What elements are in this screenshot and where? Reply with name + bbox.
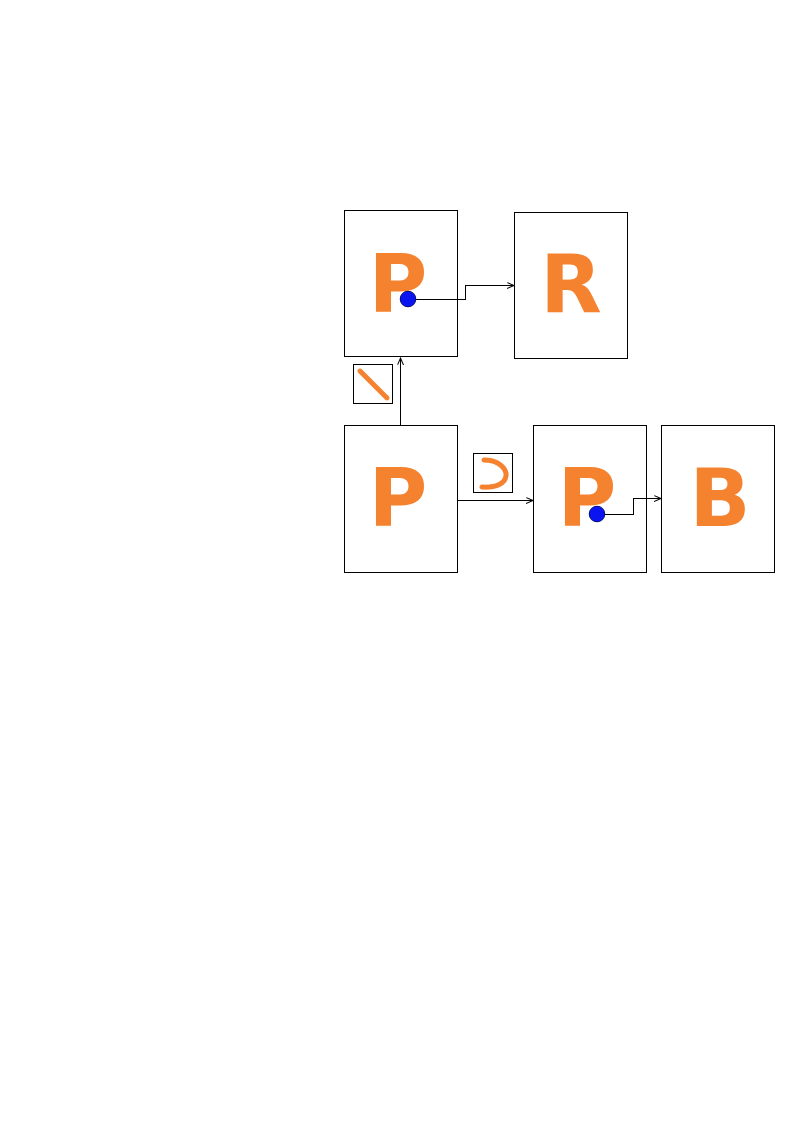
panel-b: B (661, 425, 775, 573)
curved-stroke-icon (473, 453, 513, 493)
letter-p-top: P (369, 238, 428, 331)
dot-marker-top (399, 290, 417, 308)
panel-p-bottom: P (344, 425, 458, 573)
dot-marker-right (588, 505, 606, 523)
letter-p-bottom: P (369, 452, 428, 545)
panel-r: R (514, 212, 628, 359)
diagonal-stroke-icon (353, 364, 393, 404)
arrow-p-top-to-r (416, 286, 514, 300)
panel-p-right: P (533, 425, 647, 573)
letter-r: R (540, 238, 602, 331)
letter-p-right: P (558, 452, 617, 545)
panel-p-top: P (344, 210, 458, 357)
letter-b: B (690, 452, 751, 545)
arrow-p-right-to-b (605, 499, 661, 515)
